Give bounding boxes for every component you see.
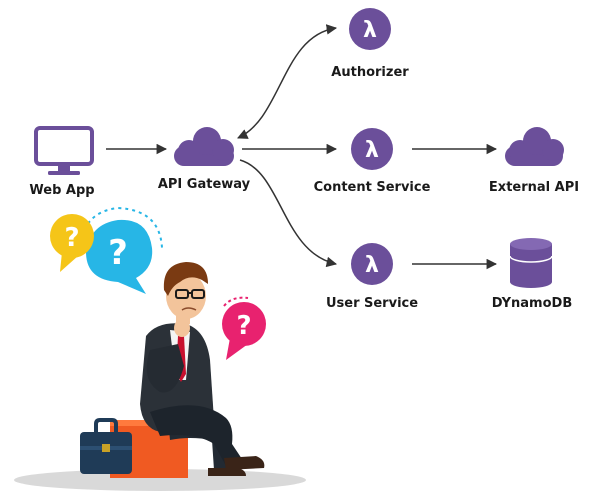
edge-gateway-to-user-service xyxy=(239,159,338,268)
svg-text:?: ? xyxy=(236,311,251,341)
lambda-icon: λ xyxy=(351,243,393,285)
svg-text:?: ? xyxy=(64,223,79,253)
node-api-gateway: API Gateway xyxy=(158,127,251,192)
external-api-label: External API xyxy=(489,180,579,195)
question-bubble-blue: ? xyxy=(79,206,163,294)
api-gateway-label: API Gateway xyxy=(158,177,251,192)
node-web-app: Web App xyxy=(29,126,95,198)
edge-gateway-authorizer xyxy=(237,24,338,139)
businessman-leg-front xyxy=(150,405,244,466)
authorizer-label: Authorizer xyxy=(331,65,409,80)
lambda-icon: λ xyxy=(351,128,393,170)
monitor-icon xyxy=(34,126,94,175)
businessman-head xyxy=(163,262,208,324)
cloud-icon xyxy=(174,127,234,166)
cloud-icon xyxy=(505,127,564,166)
web-app-label: Web App xyxy=(29,183,94,198)
user-service-label: User Service xyxy=(326,296,418,311)
question-bubble-pink: ? xyxy=(222,296,266,360)
edges xyxy=(106,24,498,270)
question-bubble-yellow: ? xyxy=(50,214,94,272)
lambda-icon: λ xyxy=(349,8,391,50)
businessman-arm xyxy=(146,344,184,393)
briefcase-icon xyxy=(80,418,132,474)
shoe-front xyxy=(224,456,265,470)
dynamodb-label: DYnamoDB xyxy=(492,296,572,311)
svg-text:λ: λ xyxy=(363,18,377,43)
svg-text:λ: λ xyxy=(365,138,379,163)
glasses-icon xyxy=(175,289,205,299)
confused-businessman-illustration: ? ? ? xyxy=(14,206,306,491)
svg-text:λ: λ xyxy=(365,253,379,278)
node-content-service: λ Content Service xyxy=(314,128,431,195)
node-dynamodb: DYnamoDB xyxy=(492,238,572,311)
svg-text:?: ? xyxy=(108,233,128,273)
shoe-back xyxy=(208,468,246,476)
node-user-service: λ User Service xyxy=(326,243,418,311)
content-service-label: Content Service xyxy=(314,180,431,195)
database-icon xyxy=(509,238,553,288)
node-external-api: External API xyxy=(489,127,579,195)
node-authorizer: λ Authorizer xyxy=(331,8,409,80)
